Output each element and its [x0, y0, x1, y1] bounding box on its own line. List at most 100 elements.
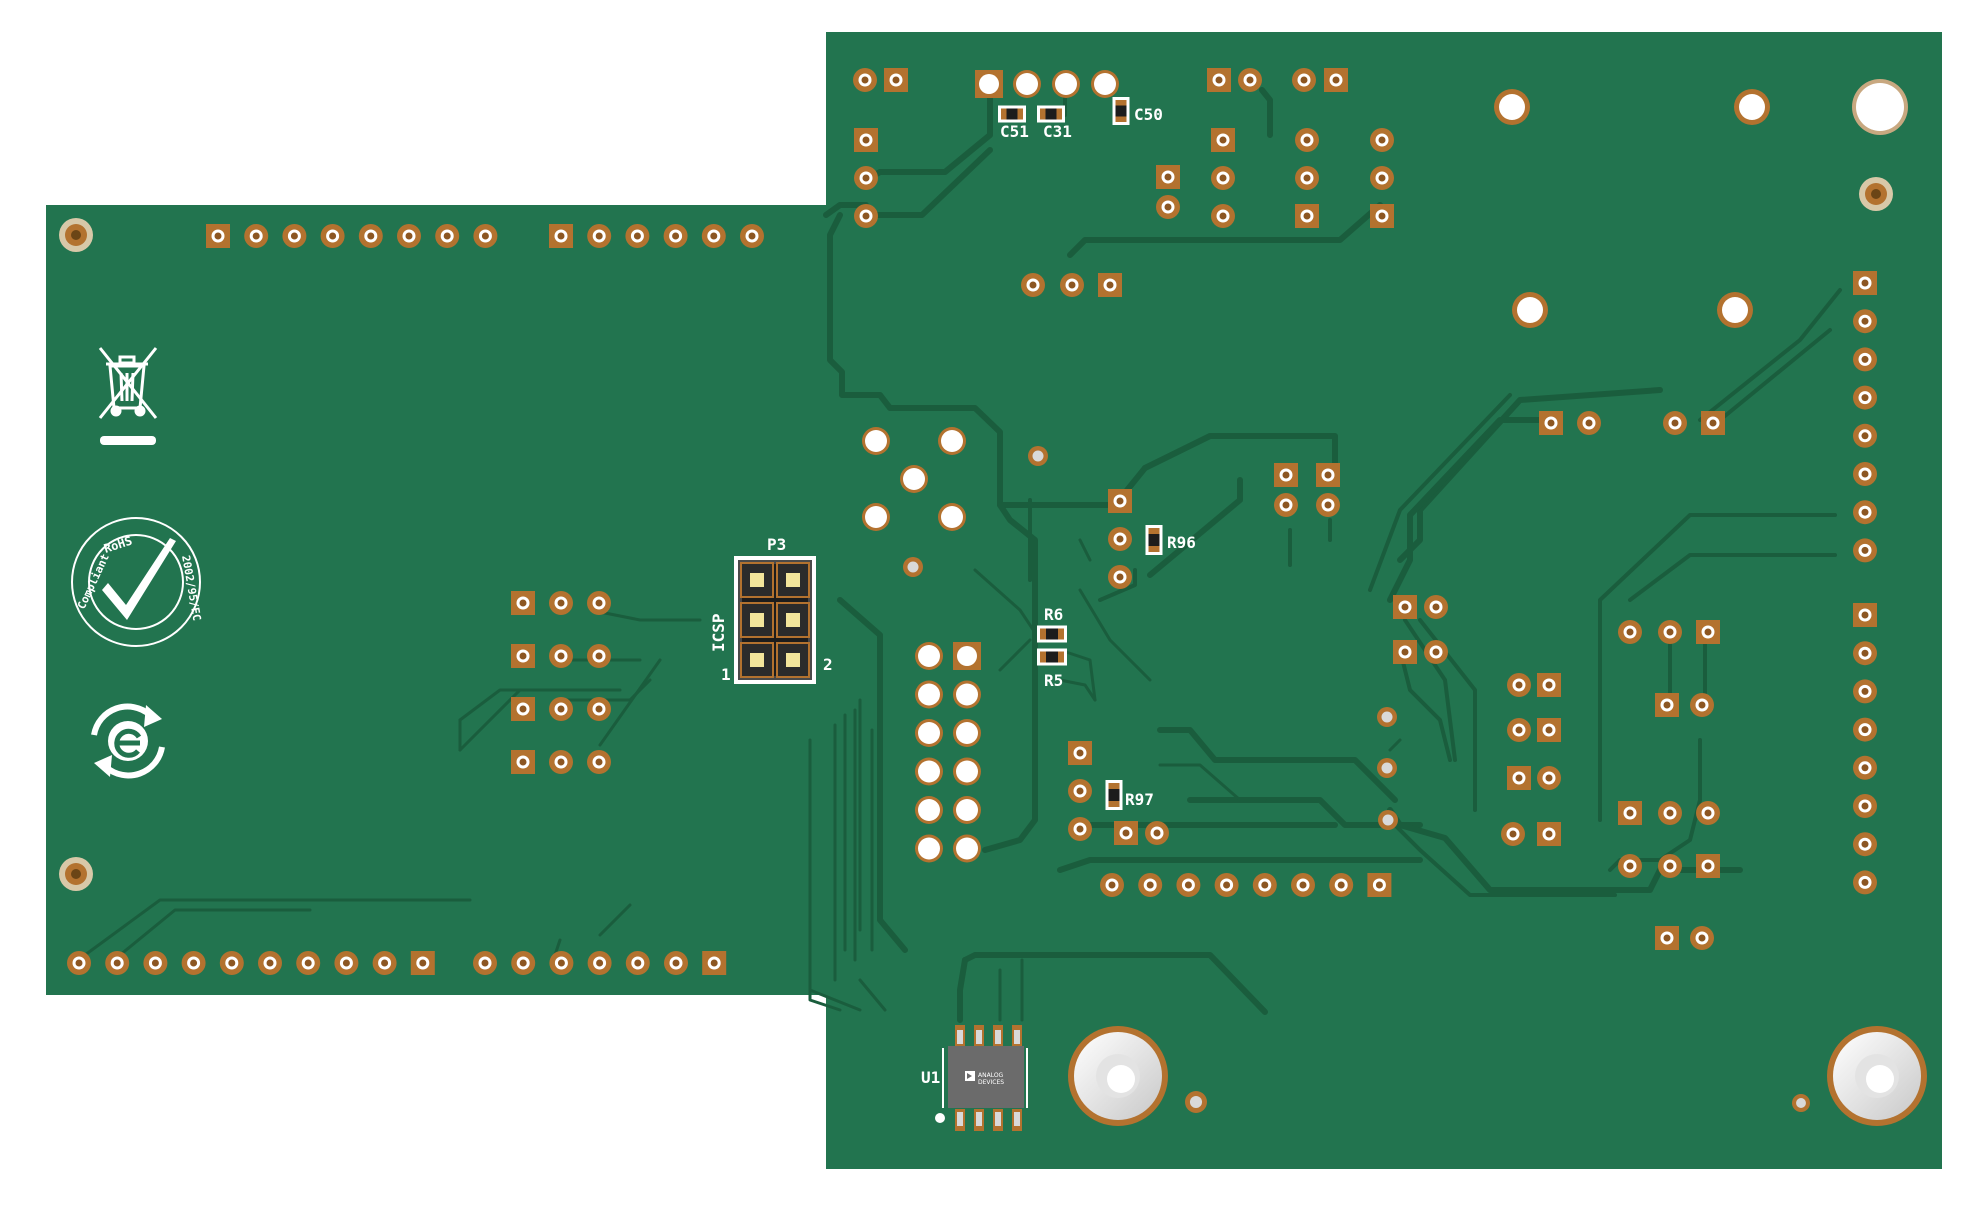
ic-brand-line1: ANALOG — [978, 1072, 1004, 1079]
smd-terminal — [1148, 528, 1160, 534]
white-pad-hole — [918, 645, 940, 667]
pad-hole-center — [1861, 649, 1869, 657]
pad-hole-center — [1666, 628, 1674, 636]
pad-hole-center — [1861, 432, 1869, 440]
via-hole — [1796, 1098, 1806, 1108]
p3-pin1-label: 1 — [721, 665, 731, 684]
pad-hole-center — [1184, 881, 1192, 889]
ref-c31: C31 — [1043, 122, 1072, 141]
ref-r6: R6 — [1044, 605, 1063, 624]
white-pad-hole — [979, 74, 999, 94]
pad-hole-center — [481, 959, 489, 967]
pad-hole-center — [557, 652, 565, 660]
white-pad-hole — [941, 430, 963, 452]
silkscreen-layer: C51 C31 C50 R96 R6 R5 R97 U1 P3 ICSP 1 2 — [709, 105, 1196, 1087]
pad-hole-center — [1861, 394, 1869, 402]
pad-hole-center — [1146, 881, 1154, 889]
smd-body — [1115, 100, 1127, 122]
white-pad-hole — [1055, 73, 1077, 95]
pad-hole-center — [1432, 648, 1440, 656]
pad-hole-center — [1515, 726, 1523, 734]
pad-hole-center — [1704, 809, 1712, 817]
pad-hole-center — [1861, 355, 1869, 363]
pad-hole-center — [1401, 603, 1409, 611]
p3-pin2-label: 2 — [823, 655, 833, 674]
via-hole — [1381, 762, 1393, 774]
pad-hole-center — [1303, 136, 1311, 144]
smd-terminal — [1115, 100, 1127, 106]
pad-hole-center — [1663, 701, 1671, 709]
pad-hole-center — [1861, 687, 1869, 695]
via-hole — [1382, 814, 1394, 826]
board-left-section — [46, 205, 834, 995]
pad-hole-center — [1219, 174, 1227, 182]
pad-hole-center — [1861, 279, 1869, 287]
pad-hole-center — [1223, 881, 1231, 889]
pad-hole-center — [892, 76, 900, 84]
pad-hole-center — [1029, 281, 1037, 289]
pad-hole-center — [1861, 317, 1869, 325]
pad-hole-center — [1515, 774, 1523, 782]
pad-hole-center — [1666, 862, 1674, 870]
pad-hole-center — [633, 232, 641, 240]
pad-hole-center — [1698, 701, 1706, 709]
pad-hole-center — [595, 232, 603, 240]
large-pad-hole — [1517, 297, 1543, 323]
pad-hole-center — [304, 959, 312, 967]
white-pad-hole — [1094, 73, 1116, 95]
pad-hole-center — [405, 232, 413, 240]
white-pad-hole — [1016, 73, 1038, 95]
pad-hole-center — [1215, 76, 1223, 84]
white-pad-hole — [941, 506, 963, 528]
pad-hole-center — [1324, 501, 1332, 509]
pad-hole-center — [1076, 787, 1084, 795]
pad-hole-center — [1401, 648, 1409, 656]
pad-hole-center — [1861, 764, 1869, 772]
pad-hole-center — [519, 705, 527, 713]
pad-hole-center — [1861, 878, 1869, 886]
ref-r96: R96 — [1167, 533, 1196, 552]
pad-hole-center — [519, 758, 527, 766]
ref-c51: C51 — [1000, 122, 1029, 141]
ref-u1: U1 — [921, 1068, 940, 1087]
pad-hole-center — [519, 652, 527, 660]
white-pad-hole — [956, 683, 978, 706]
pad-hole-center — [557, 705, 565, 713]
white-pad-hole — [956, 760, 978, 783]
pad-hole-center — [1299, 881, 1307, 889]
pad-hole-center — [1108, 881, 1116, 889]
smd-body — [1148, 528, 1160, 552]
pad-hole-center — [381, 959, 389, 967]
pad-hole-center — [557, 758, 565, 766]
pad-hole-center — [1515, 681, 1523, 689]
pad-hole-center — [557, 959, 565, 967]
pad-hole-center — [214, 232, 222, 240]
ref-icsp: ICSP — [709, 613, 728, 652]
white-pad-hole — [918, 799, 940, 821]
pad-hole-center — [151, 959, 159, 967]
via-hole — [1189, 1095, 1203, 1109]
white-pad-hole — [918, 760, 940, 783]
ref-p3: P3 — [767, 535, 786, 554]
white-pad-hole — [865, 506, 887, 528]
smd-body — [1108, 783, 1120, 807]
pad-hole-center — [1076, 749, 1084, 757]
pad-hole-center — [75, 959, 83, 967]
pad-hole-center — [1261, 881, 1269, 889]
smd-body — [1001, 108, 1023, 120]
pad-hole-center — [862, 174, 870, 182]
pad-hole-center — [748, 232, 756, 240]
pad-hole-center — [1861, 840, 1869, 848]
pad-hole-center — [1116, 535, 1124, 543]
recycle-e-icon — [91, 703, 165, 779]
pad-hole-center — [519, 599, 527, 607]
pad-hole-center — [1378, 212, 1386, 220]
pad-hole-center — [1509, 830, 1517, 838]
smd-terminal — [1115, 116, 1127, 122]
pad-hole-center — [1626, 809, 1634, 817]
smd-terminal — [1040, 108, 1046, 120]
pad-hole-center — [1378, 136, 1386, 144]
smd-terminal — [1056, 108, 1062, 120]
smd-terminal — [1040, 628, 1046, 640]
